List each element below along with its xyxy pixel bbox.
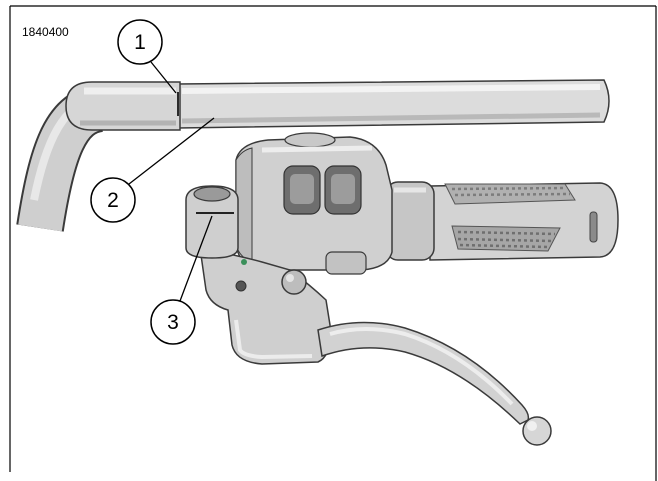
lever-ball-highlight bbox=[527, 421, 537, 431]
grip-end-slot bbox=[589, 211, 598, 243]
handlebar-tube-highlight bbox=[181, 84, 601, 94]
handlebar-tube-shade bbox=[181, 112, 601, 124]
wire-connector bbox=[241, 259, 247, 265]
callout-3: 3 bbox=[150, 215, 213, 345]
grip-collar bbox=[385, 181, 435, 261]
pivot-bolt-highlight bbox=[286, 274, 294, 282]
clamp-cylinder-top bbox=[193, 186, 231, 202]
clutch-lever bbox=[317, 321, 552, 446]
switch-rocker-lower bbox=[325, 251, 367, 275]
callout-3-leader bbox=[179, 215, 213, 302]
lever-arm bbox=[317, 321, 530, 425]
switch-housing bbox=[235, 132, 393, 275]
callout-1-leader bbox=[150, 61, 177, 94]
grip-texture-lower bbox=[451, 225, 561, 252]
pivot-bolt bbox=[281, 269, 307, 295]
bracket-hole bbox=[235, 280, 247, 292]
lever-arm-highlight bbox=[329, 327, 514, 406]
callout-1-circle bbox=[117, 19, 163, 65]
grip-texture-line bbox=[454, 192, 571, 197]
callout-1: 1 bbox=[117, 19, 179, 116]
grip-texture-line bbox=[457, 230, 556, 236]
clutch-lever-bracket bbox=[185, 185, 331, 365]
callout-1-label: 1 bbox=[134, 31, 146, 54]
callout-3-label: 3 bbox=[167, 311, 179, 334]
callout-2: 2 bbox=[90, 117, 215, 223]
switch-button-left-face bbox=[290, 174, 314, 204]
grip-texture-line bbox=[459, 243, 549, 249]
switch-button-right-face bbox=[331, 174, 355, 204]
hand-grip bbox=[385, 181, 619, 261]
callout-2-leader bbox=[128, 117, 215, 185]
callout-2-label: 2 bbox=[107, 189, 119, 212]
figure-id: 1840400 bbox=[22, 25, 69, 39]
switch-housing-top-ridge bbox=[284, 132, 336, 148]
callout-3-circle bbox=[150, 299, 196, 345]
figure-frame bbox=[9, 5, 657, 481]
switch-housing-highlight bbox=[261, 145, 373, 153]
grip-texture-line bbox=[451, 186, 567, 191]
handlebar bbox=[16, 79, 610, 232]
lever-ball-end bbox=[522, 416, 552, 446]
bracket-highlight bbox=[234, 319, 313, 360]
callout-2-circle bbox=[90, 177, 136, 223]
